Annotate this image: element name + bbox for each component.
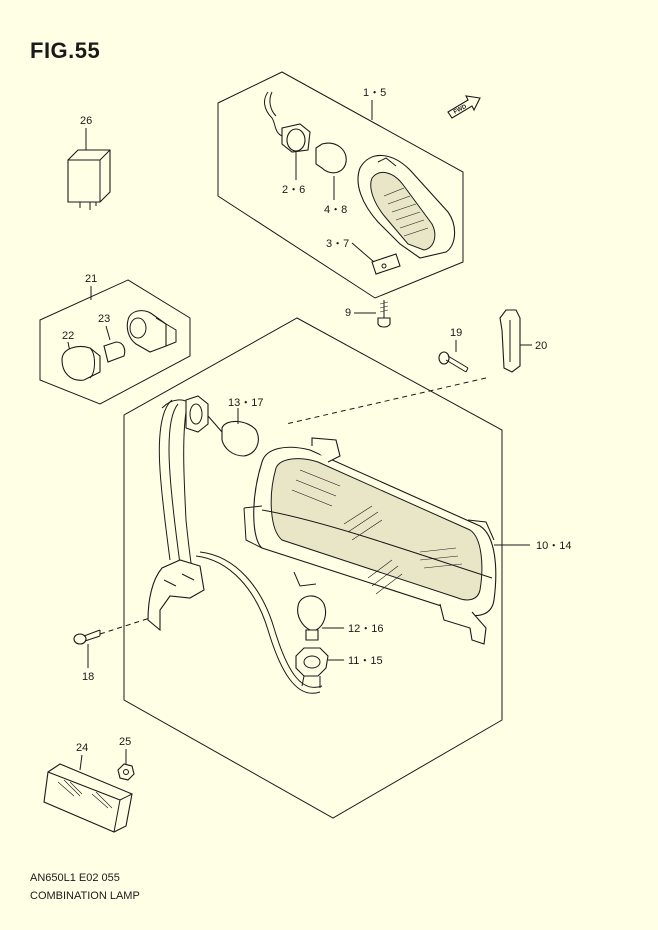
callout-21: 21 <box>85 273 97 285</box>
callout-12-16: 12・16 <box>348 623 383 635</box>
callout-25: 25 <box>119 736 131 748</box>
figure-code: AN650L1 E02 055 <box>30 872 120 884</box>
relay-part: 26 <box>67 115 111 210</box>
turn-signal-group: 1・5 2・6 4・8 3・7 <box>217 71 464 299</box>
callout-4-8: 4・8 <box>324 204 347 216</box>
callout-13-17: 13・17 <box>228 397 263 409</box>
callout-3-7: 3・7 <box>326 238 349 250</box>
screw-9: 9 <box>345 300 391 328</box>
callout-19: 19 <box>450 327 462 339</box>
callout-18: 18 <box>82 671 94 683</box>
callout-22: 22 <box>62 330 74 342</box>
position-lamp-group: 21 22 23 <box>39 273 191 405</box>
callout-26: 26 <box>80 115 92 127</box>
figure-name: COMBINATION LAMP <box>30 890 140 902</box>
clamp-20: 20 <box>499 309 547 373</box>
callout-20: 20 <box>535 340 547 352</box>
screw-19: 19 <box>438 327 469 373</box>
callout-24: 24 <box>76 742 88 754</box>
callout-9: 9 <box>345 307 351 319</box>
callout-1-5: 1・5 <box>363 87 386 99</box>
figure-title: FIG.55 <box>30 38 101 63</box>
callout-10-14: 10・14 <box>536 540 571 552</box>
nut-25: 25 <box>117 736 135 781</box>
callout-23: 23 <box>98 313 110 325</box>
callout-2-6: 2・6 <box>282 184 305 196</box>
reflector-24: 24 <box>43 742 133 833</box>
callout-11-15: 11・15 <box>348 655 383 667</box>
combination-lamp-group: 13・17 10・1 <box>99 317 571 819</box>
fwd-arrow-icon: FWD <box>447 95 481 119</box>
screw-18: 18 <box>73 629 101 683</box>
